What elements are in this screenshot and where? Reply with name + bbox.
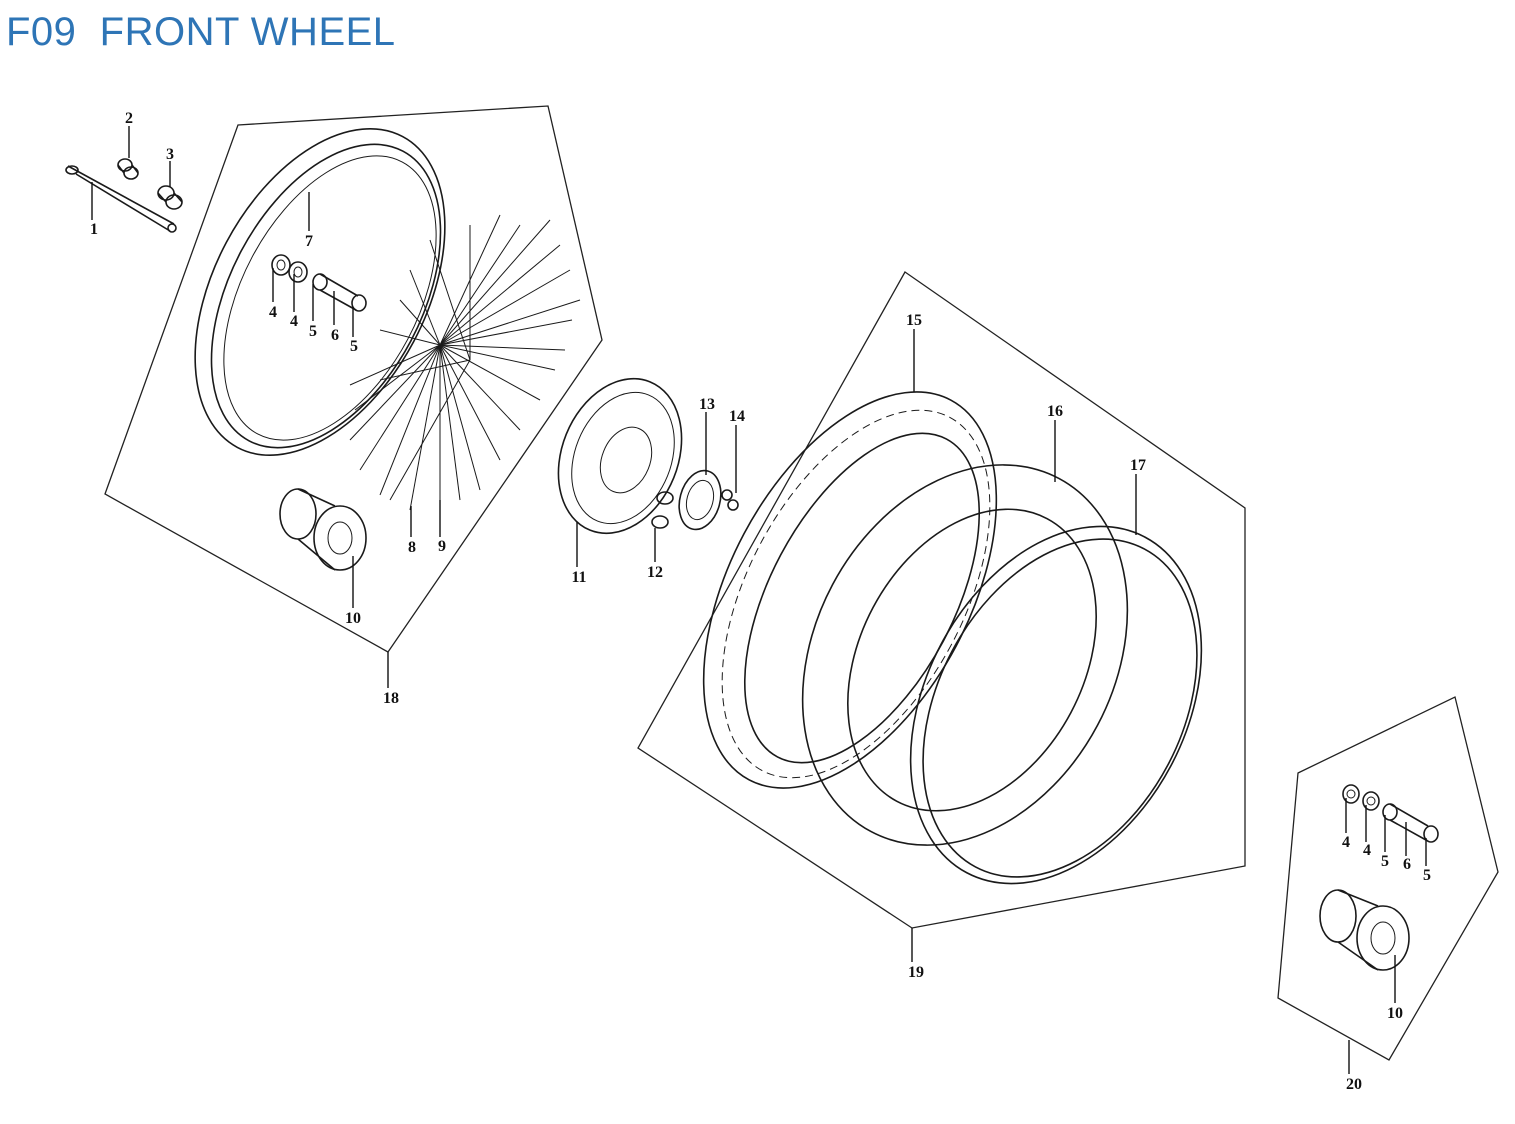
callout-labels: 1 2 3 4 4 5 6 5 7 8 9 10 11 12 13 14 15 … [90,110,1431,1093]
callout-4: 4 [269,304,277,321]
callout-5: 5 [1423,867,1431,884]
spokes-part [349,214,581,511]
callout-6: 6 [331,327,339,344]
hub-part [279,488,367,571]
spacer-part [117,158,139,180]
hub-part [1319,889,1410,971]
bearing-part [1342,784,1360,804]
callout-18: 18 [383,690,399,707]
callout-10: 10 [345,610,361,627]
brake-disc-part [557,377,683,535]
collar-part [1382,803,1439,843]
bearing-part [288,261,308,283]
callout-6: 6 [1403,856,1411,873]
group-outline-19 [637,271,1246,929]
bearing-part [271,254,291,276]
callout-4: 4 [290,313,298,330]
callout-4: 4 [1342,834,1350,851]
bearing-part [1362,791,1380,811]
callout-3: 3 [166,146,174,163]
callout-17: 17 [1130,457,1146,474]
callout-12: 12 [647,564,663,581]
leader-lines [91,126,1427,1074]
callout-5: 5 [1381,853,1389,870]
callout-9: 9 [438,538,446,555]
spacer-part [157,185,183,210]
speedo-drive-part [678,469,722,531]
page-title: F09 FRONT WHEEL [6,10,396,54]
callout-19: 19 [908,964,924,981]
inner-tube-part [801,464,1129,846]
callout-8: 8 [408,539,416,556]
axle-part [65,165,177,233]
callout-10: 10 [1387,1005,1403,1022]
collar-part [312,273,367,312]
callout-14: 14 [729,408,745,425]
rim-part [194,128,446,456]
rim-band-part [909,525,1203,885]
group-outline-18 [104,105,603,653]
callout-15: 15 [906,312,922,329]
callout-7: 7 [305,233,313,250]
callout-11: 11 [571,569,586,586]
callout-5: 5 [350,338,358,355]
callout-16: 16 [1047,403,1063,420]
callout-20: 20 [1346,1076,1362,1093]
disc-bolt-part [651,491,674,529]
nut-part [721,489,739,511]
group-outline-20 [1277,696,1499,1061]
tyre-part [702,391,998,789]
callout-13: 13 [699,396,715,413]
callout-5: 5 [309,323,317,340]
callout-4: 4 [1363,842,1371,859]
callout-1: 1 [90,221,98,238]
callout-2: 2 [125,110,133,127]
